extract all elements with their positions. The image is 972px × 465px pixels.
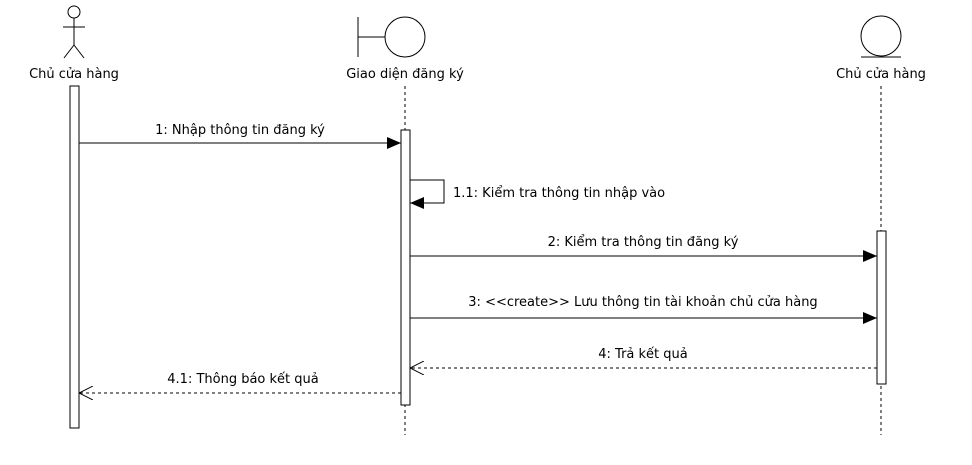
message-label: 1.1: Kiểm tra thông tin nhập vào xyxy=(453,186,665,201)
message-1-1: 1.1: Kiểm tra thông tin nhập vào xyxy=(410,179,665,209)
participant-label: Chủ cửa hàng xyxy=(29,67,119,82)
participant-boundary: Giao diện đăng ký xyxy=(346,16,464,82)
activation-bar-actor xyxy=(69,85,80,429)
participant-label: Chủ cửa hàng xyxy=(836,67,926,82)
self-message-arrow xyxy=(410,179,445,209)
message-3: 3: <<create>> Lưu thông tin tài khoản ch… xyxy=(410,295,877,324)
boundary-icon xyxy=(357,16,426,58)
actor-icon xyxy=(63,5,85,59)
activation-bar-entity xyxy=(876,230,887,385)
activation-bars xyxy=(69,85,887,429)
message-label: 4.1: Thông báo kết quả xyxy=(167,372,318,387)
lifelines xyxy=(404,86,882,435)
message-label: 4: Trả kết quả xyxy=(598,347,687,362)
message-1: 1: Nhập thông tin đăng ký xyxy=(79,123,401,149)
participant-label: Giao diện đăng ký xyxy=(346,67,464,82)
entity-icon xyxy=(860,15,902,58)
message-label: 2: Kiểm tra thông tin đăng ký xyxy=(548,235,739,250)
message-4: 4: Trả kết quả xyxy=(410,347,877,368)
message-label: 1: Nhập thông tin đăng ký xyxy=(155,123,325,138)
message-label: 3: <<create>> Lưu thông tin tài khoản ch… xyxy=(468,295,817,310)
participant-actor: Chủ cửa hàng xyxy=(29,5,119,82)
participant-entity: Chủ cửa hàng xyxy=(836,15,926,82)
message-2: 2: Kiểm tra thông tin đăng ký xyxy=(410,235,877,262)
activation-bar-boundary xyxy=(400,129,411,406)
message-4-1: 4.1: Thông báo kết quả xyxy=(79,372,401,393)
